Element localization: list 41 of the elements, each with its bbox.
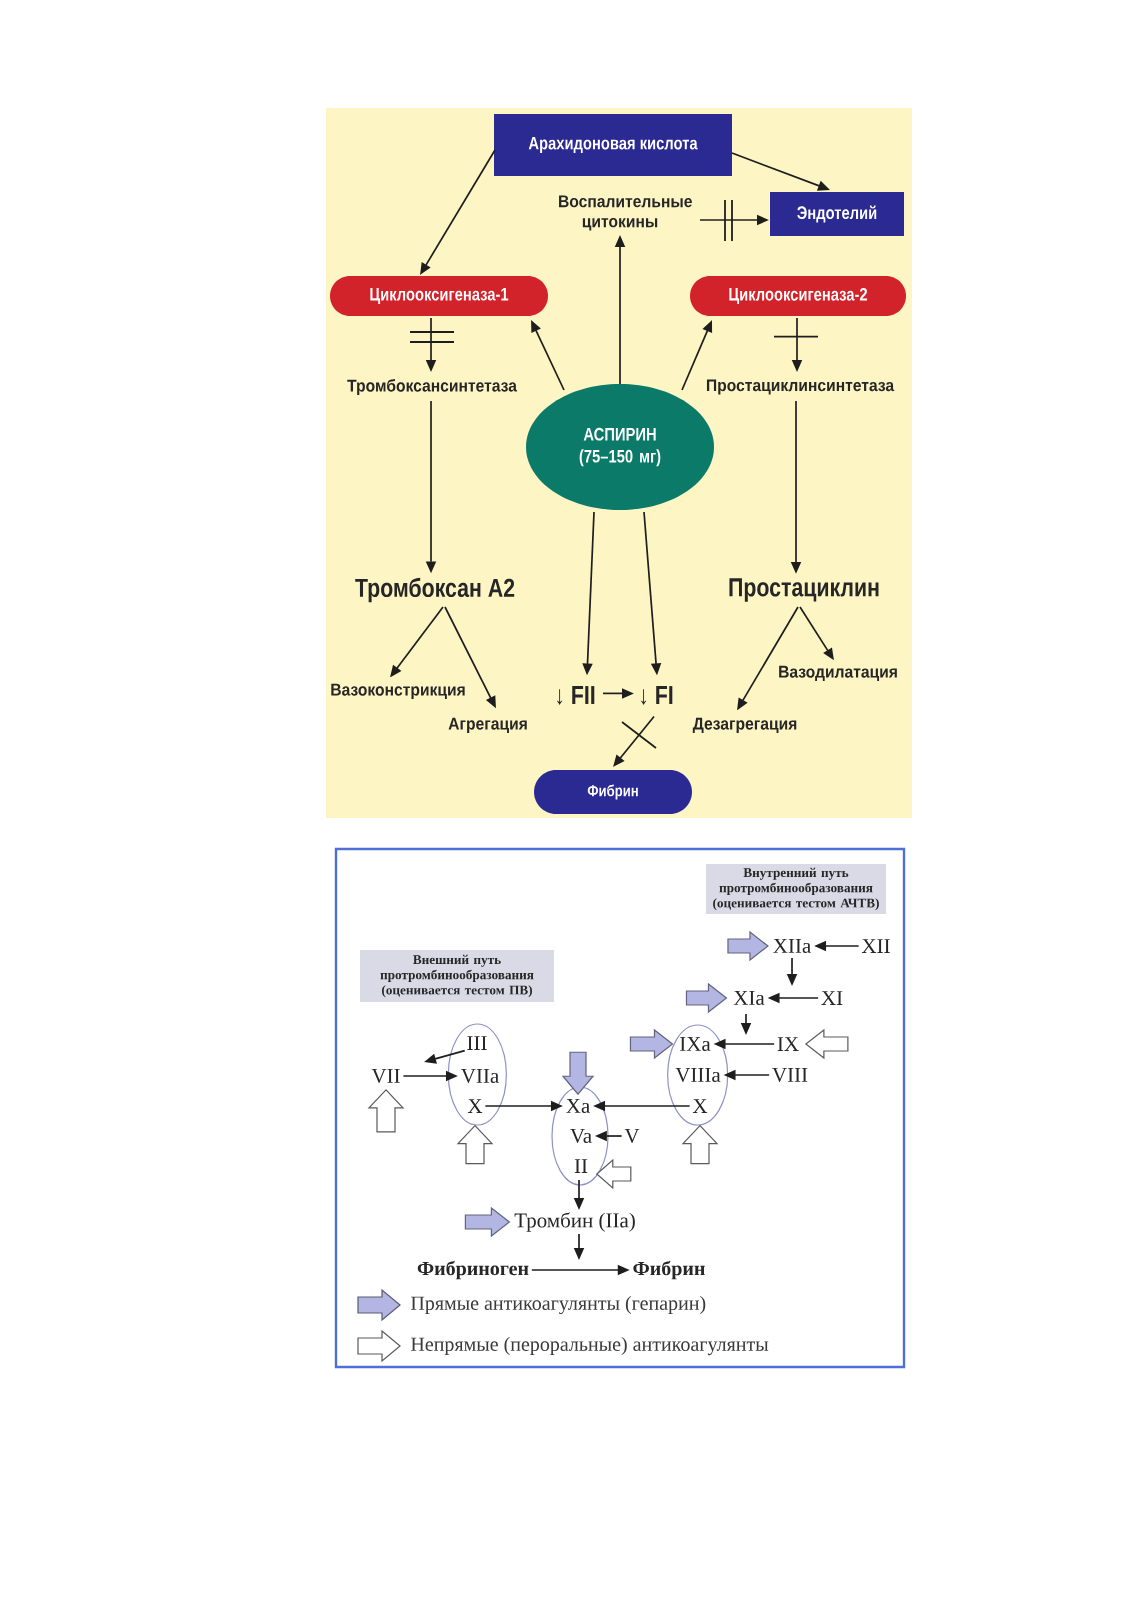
complex-ellipse xyxy=(667,1024,729,1126)
factor-label: VIIIa xyxy=(675,1068,721,1083)
effect-label: Агрегация xyxy=(448,717,527,733)
substance-label: Тромбоксан А2 xyxy=(355,577,515,603)
factor-label: VIII xyxy=(772,1068,808,1083)
factor-label: XII xyxy=(861,939,890,953)
factor-label: Фибриноген xyxy=(417,1260,529,1280)
factor-label: XIIa xyxy=(773,939,811,953)
substance-box: Арахидоновая кислота xyxy=(494,114,732,176)
factor-label: Фибрин xyxy=(633,1260,705,1280)
substance-label: Простациклин xyxy=(729,578,879,602)
effect-label: Дезагрегация xyxy=(692,717,797,733)
factor-label: V xyxy=(624,1129,640,1144)
enzyme-label: Тромбоксансинтетаза xyxy=(347,379,518,395)
arrow xyxy=(613,715,655,767)
effect-label: Вазоконстрикция xyxy=(331,683,465,699)
target-box: Эндотелий xyxy=(770,192,904,236)
factor-label: II xyxy=(574,1159,588,1173)
product-pill: Фибрин xyxy=(534,770,692,814)
factor-label: X xyxy=(692,1099,708,1113)
factor-label: Va xyxy=(570,1129,592,1144)
factor-label: VII xyxy=(371,1069,400,1084)
legend-label: Прямые антикоагулянты (гепарин) xyxy=(410,1295,706,1315)
factor-label: Тромбин (IIa) xyxy=(514,1212,635,1232)
factor-label: ↓ FII xyxy=(557,686,595,705)
factor-label: XI xyxy=(821,991,843,1005)
legend-label: Непрямые (пероральные) антикоагулянты xyxy=(410,1336,769,1356)
factor-label: III xyxy=(467,1036,487,1050)
complex-ellipse xyxy=(447,1023,507,1126)
factor-label: IX xyxy=(777,1037,799,1051)
substance-label: Воспалительные цитокины xyxy=(559,195,692,231)
factor-label: ↓ FI xyxy=(641,686,673,705)
enzyme-pill: Циклооксигеназа-1 xyxy=(330,276,548,316)
factor-label: Xa xyxy=(566,1099,590,1113)
factor-label: IXa xyxy=(680,1037,711,1051)
factor-label: XIa xyxy=(733,991,765,1005)
effect-label: Вазодилатация xyxy=(779,665,897,681)
complex-ellipse xyxy=(551,1086,609,1186)
factor-label: X xyxy=(467,1099,483,1113)
enzyme-pill: Циклооксигеназа-2 xyxy=(690,276,906,316)
factor-label: VIIa xyxy=(461,1069,499,1084)
